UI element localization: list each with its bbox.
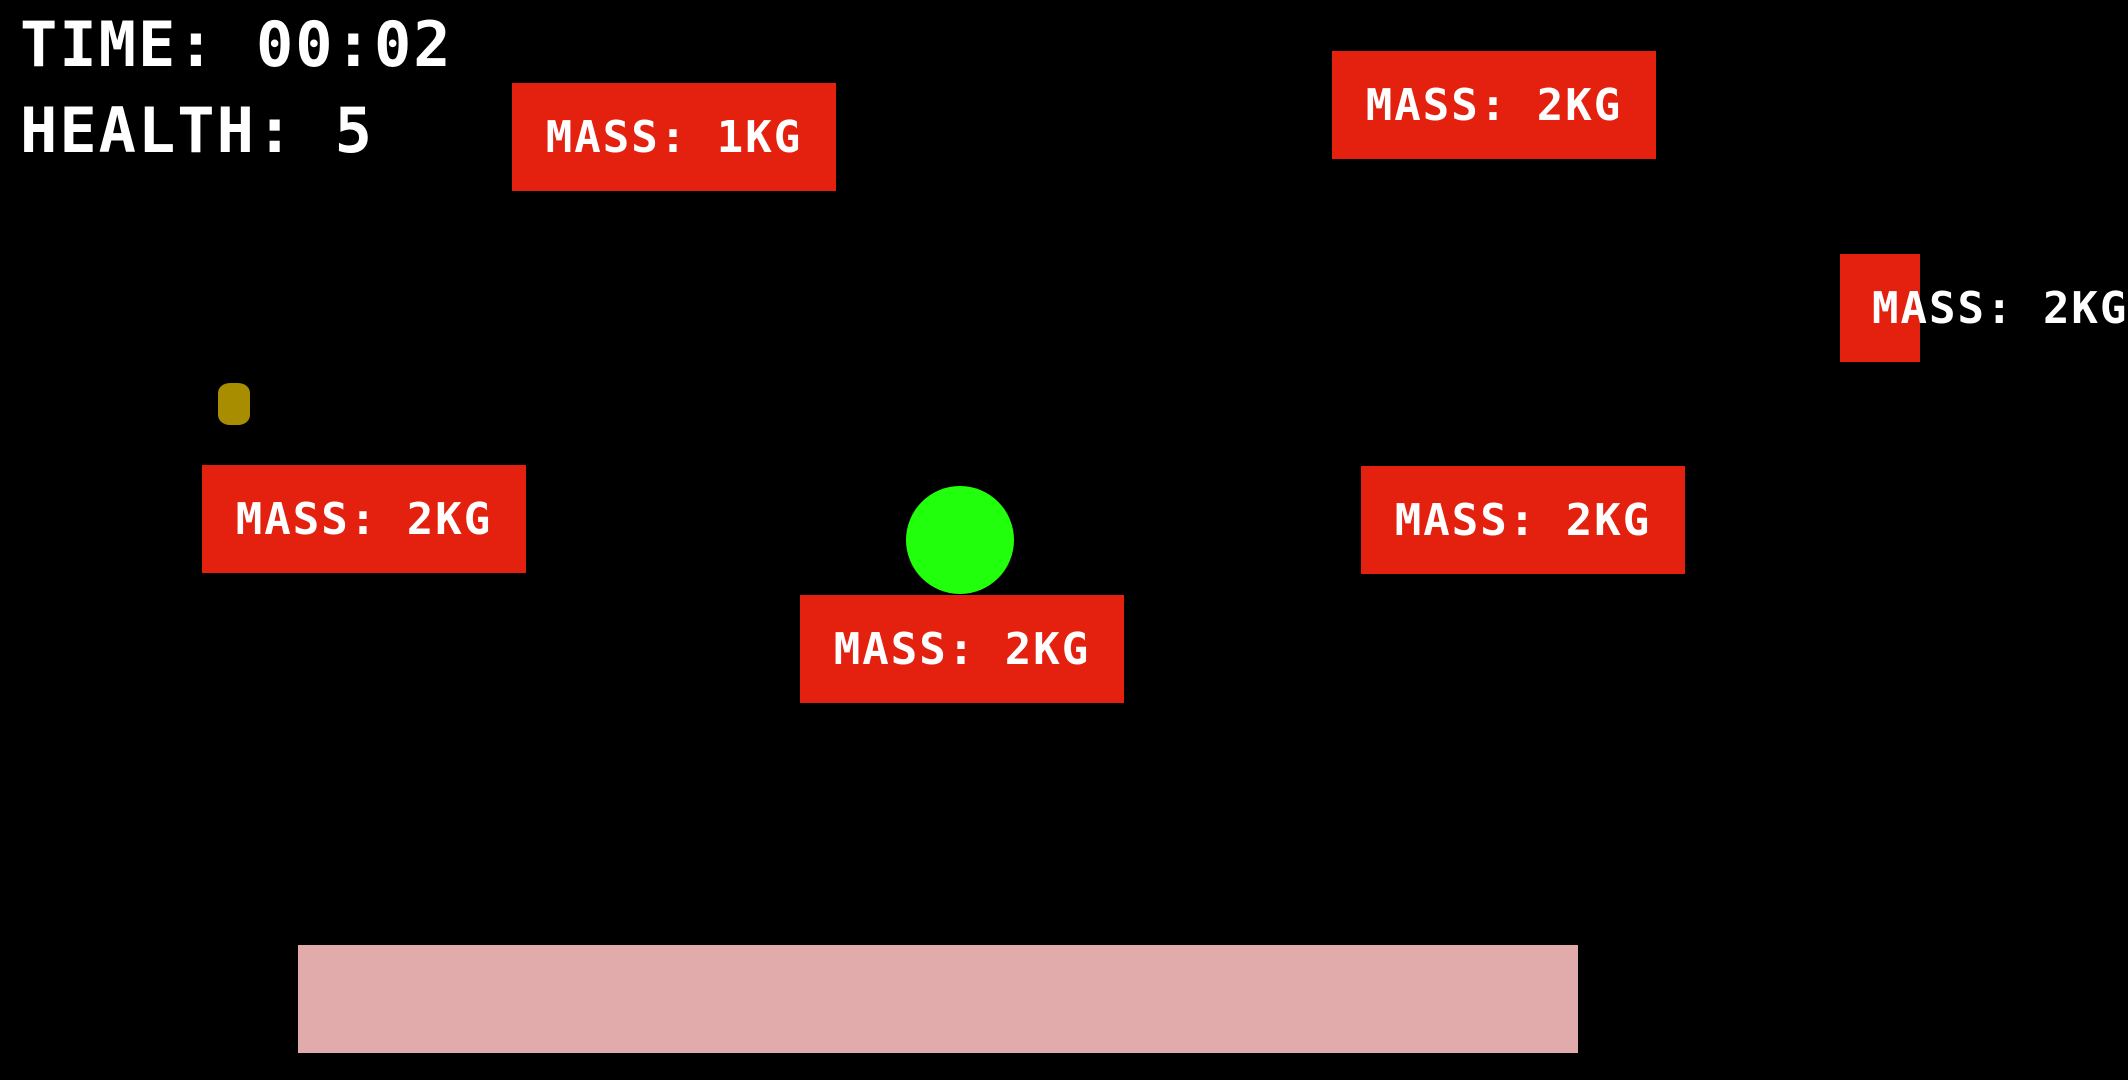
mass-crate-label: MASS: 2KG <box>1365 79 1623 131</box>
mass-crate: MASS: 2KG <box>1840 254 2126 362</box>
mass-crate-label: MASS: 2KG <box>1872 282 2128 334</box>
mass-crate-label: MASS: 2KG <box>235 493 493 545</box>
green-ball-icon[interactable] <box>906 486 1014 594</box>
health-value: 5 <box>334 94 374 167</box>
gold-coin-icon <box>218 383 250 425</box>
platform <box>298 945 1578 1053</box>
mass-crate: MASS: 1KG <box>512 83 836 191</box>
mass-crate: MASS: 2KG <box>1361 466 1685 574</box>
mass-crate: MASS: 2KG <box>800 595 1124 703</box>
health-display: HEALTH: 5 <box>20 100 374 162</box>
health-label: HEALTH: <box>20 94 296 167</box>
time-value: 00:02 <box>255 8 453 81</box>
time-label: TIME: <box>20 8 217 81</box>
time-display: TIME: 00:02 <box>20 14 453 76</box>
mass-crate-label: MASS: 1KG <box>545 111 803 163</box>
mass-crate-label: MASS: 2KG <box>833 623 1091 675</box>
mass-crate-label: MASS: 2KG <box>1394 494 1652 546</box>
mass-crate: MASS: 2KG <box>202 465 526 573</box>
mass-crate: MASS: 2KG <box>1332 51 1656 159</box>
